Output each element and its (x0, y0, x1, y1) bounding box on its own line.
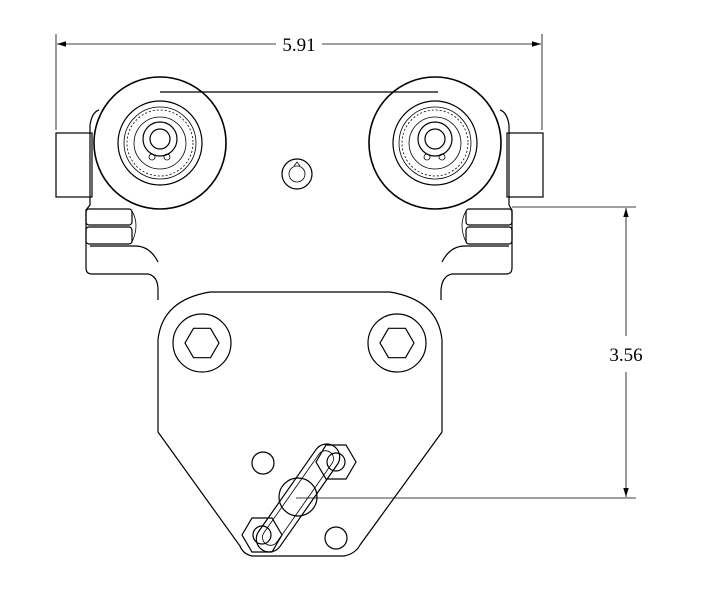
upper-nut-bore (326, 452, 346, 472)
left-hex-bolt (184, 327, 220, 359)
right-snap-ring-eye-left (423, 153, 431, 161)
left-axle-retaining-ring (142, 121, 178, 157)
right-guide-bar-lower (465, 226, 513, 245)
left-bearing-outer-race (123, 106, 197, 180)
left-side-block (55, 132, 93, 198)
lower-nut-bore (252, 525, 272, 545)
right-guide-bar-upper (465, 208, 513, 226)
width-dimension-label: 5.91 (282, 35, 315, 56)
upper-plate-right-step (441, 245, 509, 263)
hanger-plate-outline (157, 291, 443, 557)
left-bolt-washer (172, 313, 232, 373)
carriage-upper-plate (85, 91, 513, 300)
center-pivot-pin (281, 158, 313, 190)
center-lower-hole (278, 477, 318, 517)
upper-plate-left-step (90, 245, 159, 263)
right-guide-bracket (461, 210, 467, 243)
hanger-plate (157, 291, 443, 557)
width-dimension: 5.91 (55, 34, 543, 130)
hole-lower-right (324, 526, 348, 550)
upper-hex-nut (315, 444, 357, 480)
height-dimension: 3.56 (296, 206, 643, 499)
link-bar-inner (262, 450, 334, 546)
center-pivot-clip (293, 161, 301, 167)
right-wheel (368, 76, 502, 210)
link-bar-outer (255, 443, 341, 553)
left-guide-bracket (131, 210, 137, 243)
lower-hex-nut (241, 517, 283, 553)
right-wheel-hub (392, 100, 478, 186)
right-hex-bolt (379, 327, 415, 359)
left-bearing-inner-race (133, 116, 187, 170)
upper-plate-right-outline (440, 109, 513, 300)
left-wheel-hub (117, 100, 203, 186)
left-snap-ring-eye-left (148, 153, 156, 161)
left-axle (149, 128, 171, 150)
right-bolt-washer (367, 313, 427, 373)
right-axle-retaining-ring (417, 121, 453, 157)
left-guide-bar-upper (85, 208, 133, 226)
right-bearing-outer-race (398, 106, 472, 180)
height-dimension-label: 3.56 (609, 345, 642, 366)
right-axle (424, 128, 446, 150)
center-pivot-retainer (288, 165, 306, 183)
left-snap-ring-eye-right (163, 153, 171, 161)
right-bearing-inner-race (408, 116, 462, 170)
side-guides (55, 132, 544, 245)
left-wheel-rim (93, 76, 227, 210)
left-wheel (93, 76, 227, 210)
left-bearing-balls (126, 109, 194, 177)
right-wheel-rim (368, 76, 502, 210)
left-guide-bar-lower (85, 226, 133, 245)
upper-plate-left-outline (85, 109, 159, 300)
right-bearing-balls (401, 109, 469, 177)
right-snap-ring-eye-right (438, 153, 446, 161)
right-side-block (506, 132, 544, 198)
hole-upper-left (251, 451, 275, 475)
diagonal-link (241, 443, 357, 553)
